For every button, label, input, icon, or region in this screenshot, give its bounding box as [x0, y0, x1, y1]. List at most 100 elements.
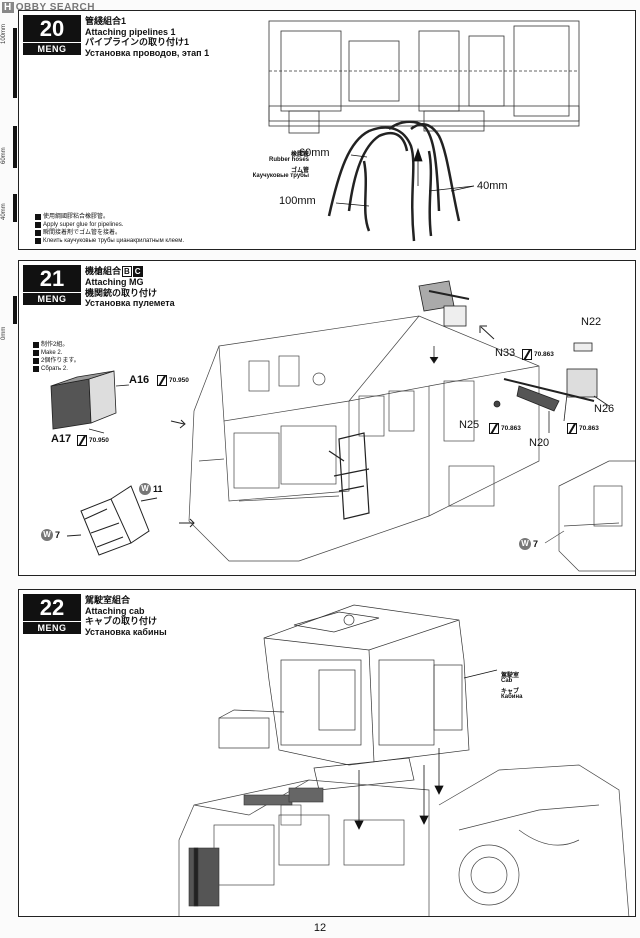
cab-label-ru: Кабина [501, 694, 523, 700]
ruler-bar-60 [13, 126, 17, 168]
paint-n20: 70.863 [567, 423, 599, 434]
paint-pot-icon [489, 423, 499, 434]
watermark-text: OBBY SEARCH [15, 2, 95, 13]
part-tag-b: B [122, 266, 132, 277]
watermark-badge: H [2, 2, 14, 13]
title-ru: Установка кабины [85, 626, 167, 637]
note-cn: 制作2組。 [41, 342, 69, 348]
part-a16: A16 [129, 374, 150, 386]
cab-label-cn: 駕駛室 [501, 673, 520, 679]
cab-drawing [178, 604, 630, 916]
part-n25: N25 [459, 419, 480, 431]
wire-icon: W [41, 529, 53, 541]
ruler-label-60: 60mm [1, 147, 7, 164]
brand-logo: MENG [23, 293, 81, 305]
pipeline-drawing [268, 20, 580, 242]
note-ru: Клеить каучуковые трубы цианакрилатным к… [43, 238, 185, 244]
title-jp: 機関銃の取り付け [85, 287, 158, 298]
mg-drawing [50, 280, 635, 572]
title-ru: Установка пулемета [85, 298, 175, 308]
note-ru: Сбрать 2. [41, 366, 68, 372]
note-row: 使用綱國膠粘合橡膠管。 [35, 213, 184, 221]
brand-logo: MENG [23, 43, 81, 55]
note-icon [35, 222, 41, 228]
step-20-header: 20 MENG [23, 15, 81, 55]
note-row: Make 2. [33, 349, 80, 357]
note-row: 瞬間接着剤でゴム管を接着。 [35, 229, 184, 237]
ruler-bar-40 [13, 194, 17, 222]
paint-pot-icon [77, 435, 87, 446]
paint-n25: 70.863 [489, 423, 521, 434]
ruler-bar-0 [13, 296, 17, 324]
paint-pot-icon [567, 423, 577, 434]
part-n22: N22 [581, 316, 602, 328]
title-en: Attaching pipelines 1 [85, 26, 176, 37]
note-row: 制作2組。 [33, 341, 80, 349]
part-n26: N26 [594, 403, 615, 415]
step-20-panel: 20 MENG 管綫組合1 Attaching pipelines 1 パイプラ… [18, 10, 636, 250]
step-22-header: 22 MENG [23, 594, 81, 634]
cab-label-en: Cab [501, 678, 513, 684]
note-jp: 2個作ります。 [41, 358, 80, 364]
note-icon [35, 238, 41, 244]
hose-label-jp: ゴム管 [290, 168, 309, 174]
wire-icon: W [519, 538, 531, 550]
note-icon [33, 342, 39, 348]
cab-label-jp: キャブ [501, 689, 520, 695]
note-icon [35, 214, 41, 220]
ruler-label-40: 40mm [1, 203, 7, 220]
title-jp: キャブの取り付け [85, 616, 158, 626]
title-cn: 駕駛室組合 [85, 595, 131, 605]
hose-label-cn: 橡膠管 [290, 152, 309, 158]
hose-label-ru: Каучуковые трубы [252, 173, 309, 179]
note-icon [33, 366, 39, 372]
brand-logo: MENG [23, 622, 81, 634]
ruler-bar-100 [13, 28, 17, 98]
note-en: Apply super glue for pipelines. [43, 222, 124, 228]
step-number: 21 [23, 265, 81, 292]
title-cn: 機槍組合 [85, 266, 122, 276]
step-22-panel: 22 MENG 駕駛室組合 Attaching cab キャブの取り付け Уст… [18, 589, 636, 917]
step-21-header: 21 MENG [23, 265, 81, 305]
paint-pot-icon [157, 375, 167, 386]
paint-a16: 70.950 [157, 375, 189, 386]
title-jp: パイプラインの取り付け1 [85, 37, 190, 47]
title-cn: 管綫組合1 [85, 16, 127, 26]
note-jp: 瞬間接着剤でゴム管を接着。 [43, 230, 122, 236]
paint-a17: 70.950 [77, 435, 109, 446]
note-icon [33, 358, 39, 364]
step-number: 20 [23, 15, 81, 42]
page-number: 12 [313, 922, 327, 934]
note-row: 2個作ります。 [33, 357, 80, 365]
step-20-titles: 管綫組合1 Attaching pipelines 1 パイプラインの取り付け1… [85, 16, 209, 58]
step-21-notes: 制作2組。 Make 2. 2個作ります。 Сбрать 2. [33, 341, 80, 373]
part-n33: N33 [495, 347, 516, 359]
part-a17: A17 [51, 433, 72, 445]
note-icon [35, 230, 41, 236]
note-icon [33, 350, 39, 356]
scale-ruler: 100mm 60mm 40mm 0mm [0, 14, 18, 344]
note-row: Клеить каучуковые трубы цианакрилатным к… [35, 237, 184, 245]
title-en: Attaching MG [85, 277, 144, 287]
ruler-label-100: 100mm [1, 23, 7, 44]
length-60mm: 60mm [299, 147, 330, 159]
length-40mm: 40mm [477, 180, 508, 192]
title-en: Attaching cab [85, 605, 145, 616]
paint-n33: 70.863 [522, 349, 554, 360]
step-number: 22 [23, 594, 81, 621]
step-20-notes: 使用綱國膠粘合橡膠管。 Apply super glue for pipelin… [35, 213, 184, 245]
length-100mm: 100mm [279, 195, 316, 207]
part-tag-c: C [132, 266, 143, 277]
hose-label-en: Rubber hoses [268, 157, 309, 163]
note-cn: 使用綱國膠粘合橡膠管。 [43, 214, 110, 220]
step-22-titles: 駕駛室組合 Attaching cab キャブの取り付け Установка к… [85, 595, 167, 637]
note-row: Сбрать 2. [33, 365, 80, 373]
note-row: Apply super glue for pipelines. [35, 221, 184, 229]
